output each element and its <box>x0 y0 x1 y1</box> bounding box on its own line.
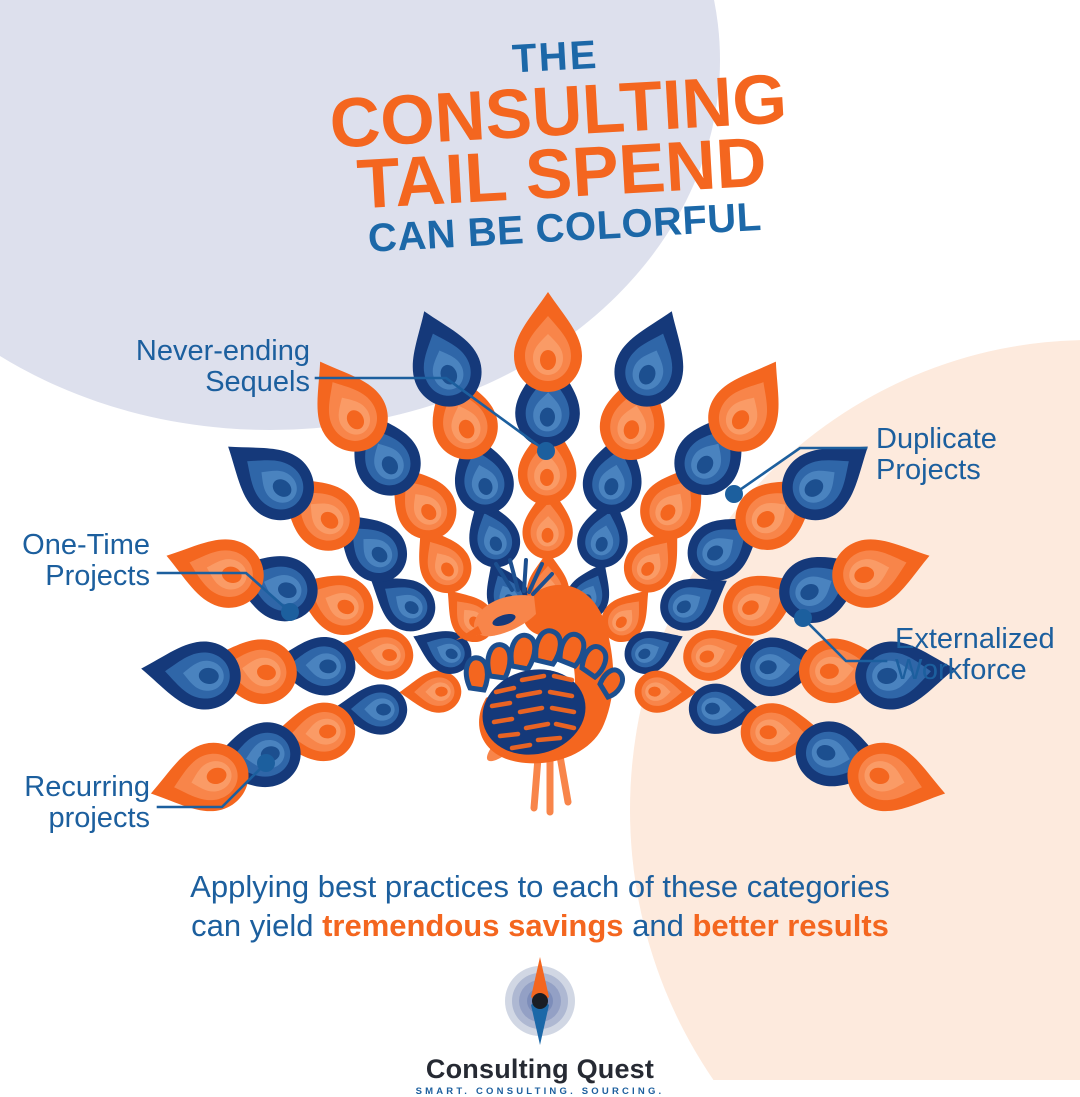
callout-line-1: Externalized <box>895 623 1055 655</box>
callout-line-1: Never-ending <box>135 335 310 367</box>
compass-hub <box>532 993 548 1009</box>
peacock-beak <box>456 626 482 640</box>
peacock-wing-crown <box>463 628 625 700</box>
connector-dot-one-time <box>281 603 299 621</box>
connector-duplicate <box>732 446 868 496</box>
callout-one-time-projects: One-Time Projects <box>0 529 150 593</box>
callout-line-2: Workforce <box>895 654 1027 687</box>
peacock-body <box>456 558 625 816</box>
peacock-wing-pattern <box>489 673 577 751</box>
tagline-highlight-savings: tremendous savings <box>322 907 624 943</box>
connector-dot-recurring <box>257 754 275 772</box>
callout-line-1: Recurring <box>24 771 150 803</box>
callout-line-1: Duplicate <box>876 423 997 455</box>
connector-dot-externalized <box>794 609 812 627</box>
callout-never-ending-sequels: Never-ending Sequels <box>60 335 310 399</box>
compass-needle-north <box>531 957 549 1005</box>
poster-title: THE CONSULTING TAIL SPEND CAN BE COLORFU… <box>295 24 826 262</box>
connector-dot-duplicate <box>725 485 743 503</box>
callout-externalized-workforce: Externalized Workforce <box>895 623 1080 687</box>
callout-line-2: projects <box>48 802 150 835</box>
poster-tagline: Applying best practices to each of these… <box>0 868 1080 946</box>
connector-never-ending <box>314 376 548 453</box>
logo-tagline: SMART. CONSULTING. SOURCING. <box>415 1086 665 1097</box>
tagline-text-can-yield: can yield <box>191 907 323 943</box>
peacock-eye <box>492 613 516 627</box>
compass-logo-icon <box>505 957 575 1045</box>
connector-one-time <box>156 571 292 614</box>
tagline-line-2: can yield tremendous savings and better … <box>0 907 1080 946</box>
callout-line-2: Projects <box>45 560 150 593</box>
connector-externalized <box>801 616 888 663</box>
compass-needle-south <box>531 997 549 1045</box>
tagline-line-1: Applying best practices to each of these… <box>190 869 890 904</box>
callout-recurring-projects: Recurring projects <box>0 771 150 835</box>
logo-wordmark: Consulting Quest <box>425 1054 655 1084</box>
callout-line-2: Projects <box>876 454 981 487</box>
callout-duplicate-projects: Duplicate Projects <box>876 423 1076 487</box>
callout-line-1: One-Time <box>22 529 150 561</box>
brand-logo: Consulting Quest SMART. CONSULTING. SOUR… <box>0 955 1080 1097</box>
tagline-highlight-results: better results <box>692 907 889 943</box>
connector-dot-never-ending <box>537 442 555 460</box>
connector-recurring <box>156 761 268 809</box>
tagline-text-and: and <box>623 907 693 943</box>
peacock-crest <box>494 558 554 596</box>
peacock-legs <box>530 752 572 816</box>
callout-line-2: Sequels <box>205 366 310 399</box>
